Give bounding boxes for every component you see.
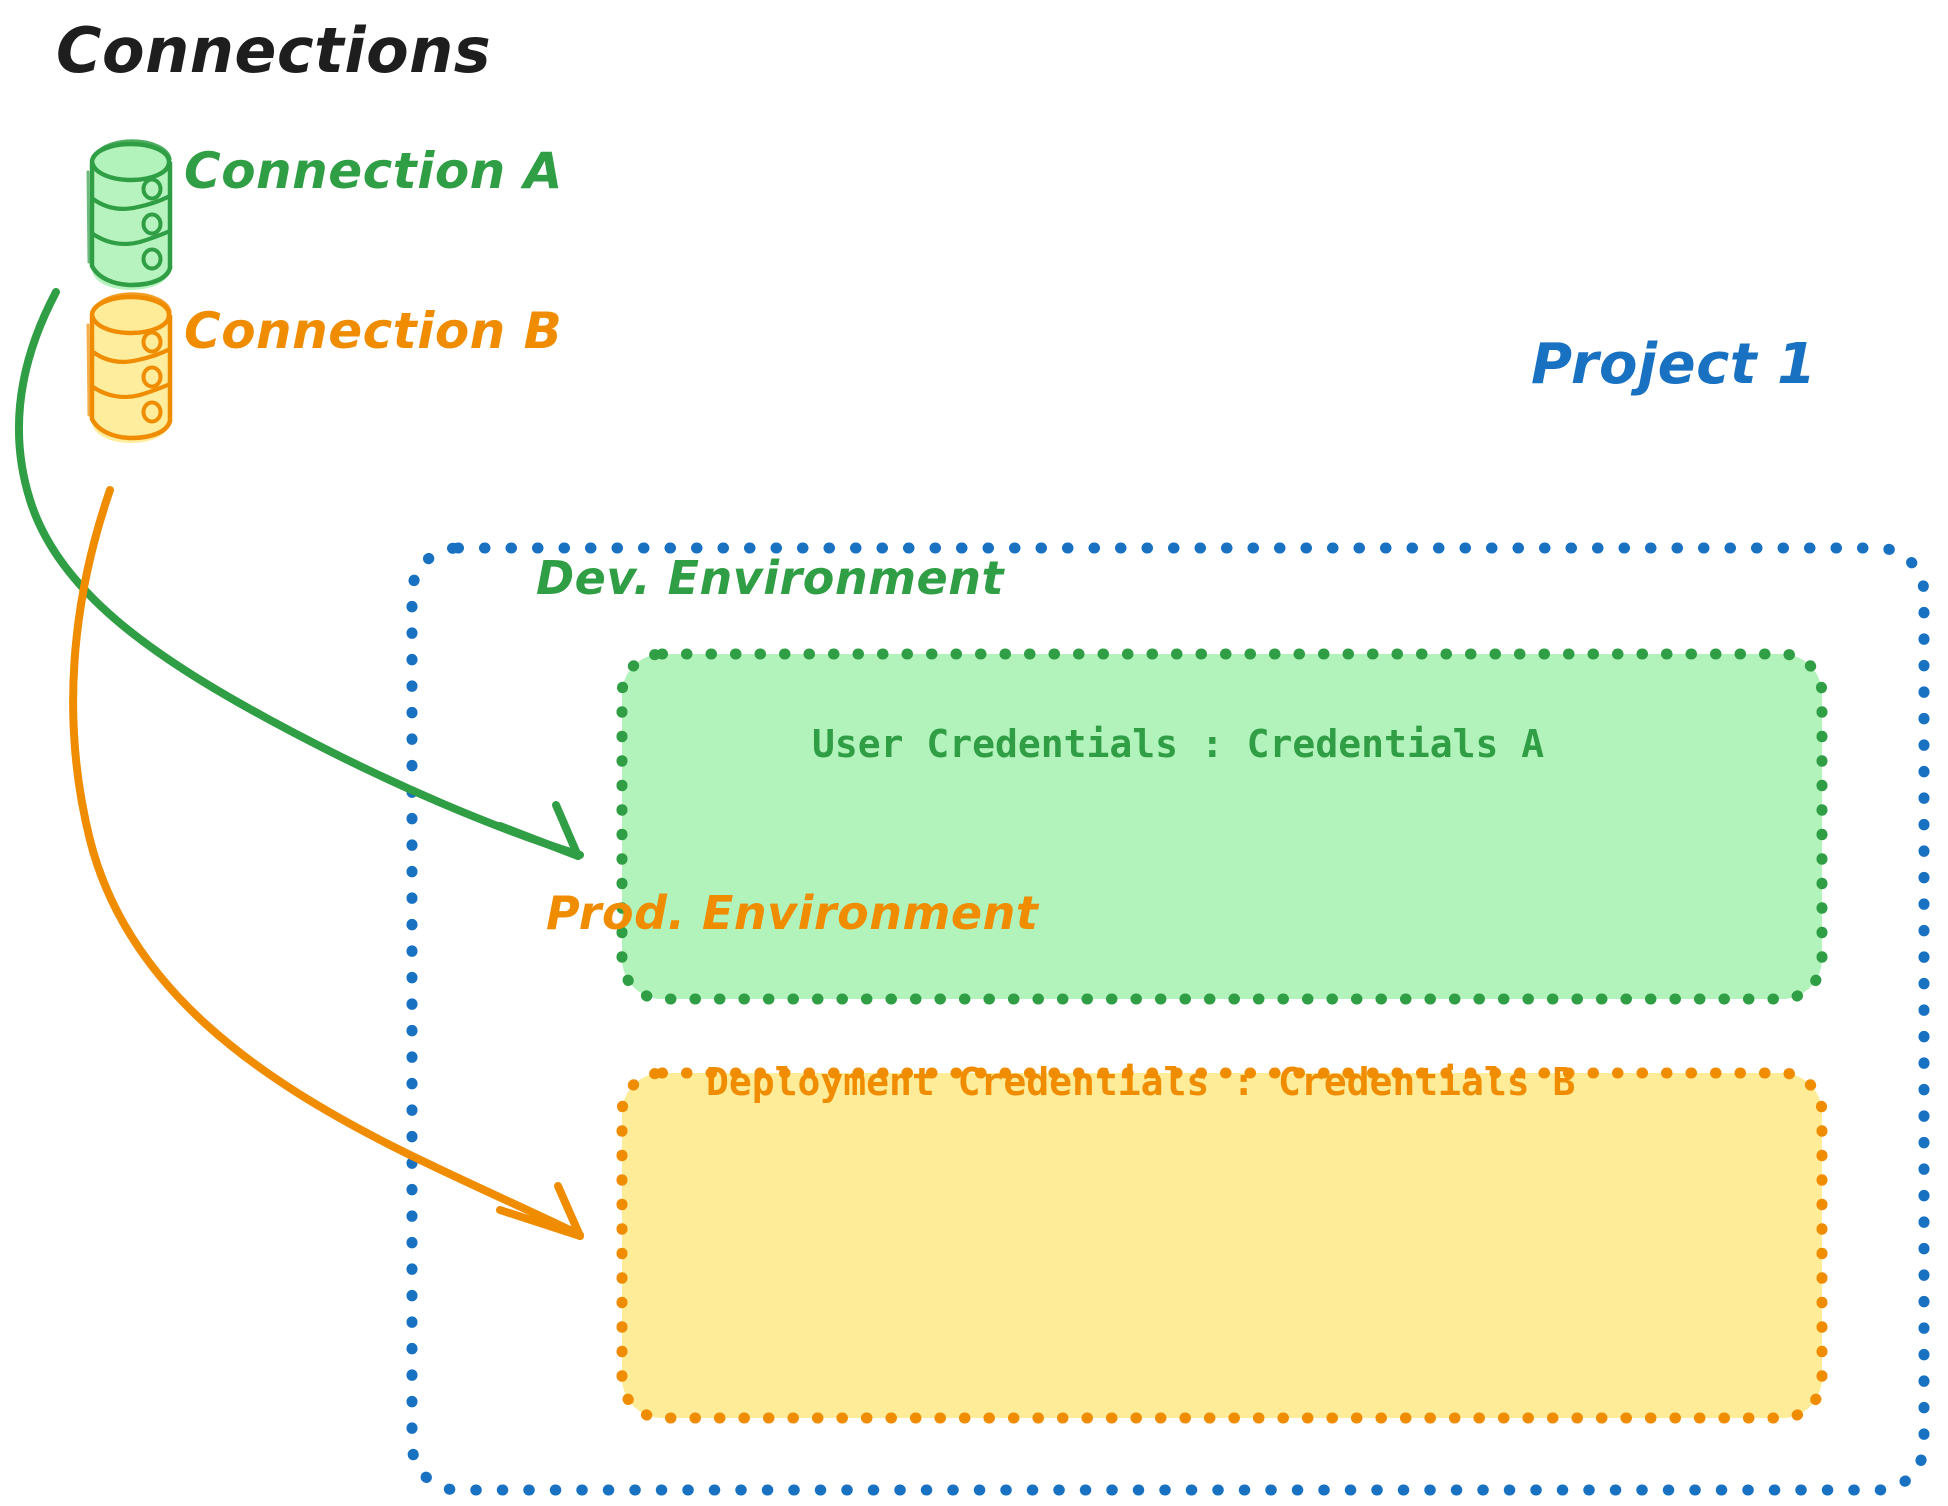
arrow-connection-a-to-dev[interactable] (14, 288, 584, 860)
project-container-border[interactable] (406, 542, 1930, 1496)
database-cylinder-icon-connection-b[interactable] (86, 292, 173, 443)
connection-a-label[interactable]: Connection A (184, 142, 563, 200)
prod-environment-fill (622, 1073, 1822, 1418)
project-title: Project 1 (1531, 332, 1817, 397)
arrow-connection-b-to-prod[interactable] (69, 486, 584, 1240)
dev-environment-title: Dev. Environment (536, 551, 1004, 605)
dev-environment-credentials: User Credentials : Credentials A (812, 722, 1545, 766)
prod-environment-credentials: Deployment Credentials : Credentials B (706, 1060, 1576, 1104)
dev-environment-border (616, 648, 1828, 1005)
prod-environment-border (616, 1067, 1828, 1424)
prod-environment-title: Prod. Environment (546, 886, 1039, 940)
connection-b-label[interactable]: Connection B (184, 302, 563, 360)
prod-environment-box[interactable] (616, 1067, 1828, 1424)
dev-environment-box[interactable] (616, 648, 1828, 1005)
page-title: Connections (56, 14, 492, 87)
database-cylinder-icon-connection-a[interactable] (86, 139, 173, 290)
dev-environment-fill (622, 654, 1822, 999)
